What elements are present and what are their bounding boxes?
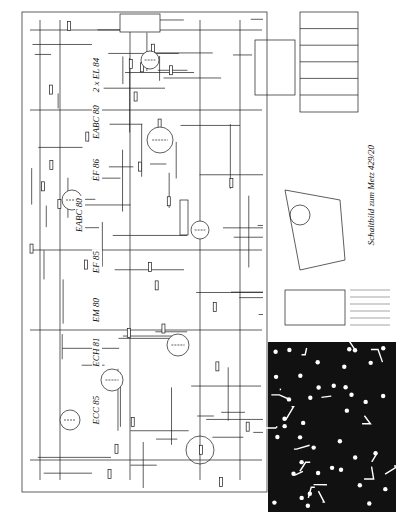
output-transformer bbox=[120, 14, 160, 32]
resistor-symbol bbox=[129, 60, 132, 69]
tube-label: EF 86 bbox=[92, 157, 102, 183]
resistor-symbol bbox=[149, 263, 152, 272]
tube-symbol bbox=[101, 369, 123, 391]
resistor-symbol bbox=[86, 132, 89, 141]
dial-drive bbox=[285, 190, 345, 270]
resistor-symbol bbox=[155, 281, 158, 290]
socket-outline bbox=[186, 436, 214, 464]
sheet-title: Schaltbild zum Metz 429/20 bbox=[367, 143, 377, 247]
resistor-symbol bbox=[127, 328, 130, 337]
resistor-symbol bbox=[169, 66, 172, 75]
tube-label: EF 85 bbox=[92, 249, 102, 275]
tube-symbol bbox=[191, 221, 209, 239]
resistor-symbol bbox=[131, 417, 134, 426]
tube-label: ECH 81 bbox=[92, 335, 102, 368]
tube-symbol bbox=[60, 410, 80, 430]
resistor-symbol bbox=[162, 324, 165, 333]
tube-label: EABC 80 bbox=[92, 103, 102, 141]
resistor-symbol bbox=[134, 92, 137, 101]
resistor-symbol bbox=[108, 470, 111, 479]
resistor-symbol bbox=[50, 160, 53, 169]
chassis-line bbox=[22, 12, 267, 492]
resistor-symbol bbox=[216, 362, 219, 371]
tube-symbol bbox=[167, 334, 189, 356]
tube-label: EABC 80 bbox=[75, 196, 85, 234]
pulley bbox=[290, 205, 310, 225]
tube-symbol bbox=[147, 127, 173, 153]
resistor-symbol bbox=[219, 478, 222, 487]
tube-label: EM 80 bbox=[92, 296, 102, 324]
resistor-symbol bbox=[246, 422, 249, 431]
resistor-symbol bbox=[41, 182, 44, 191]
resistor-symbol bbox=[58, 200, 61, 209]
resistor-symbol bbox=[30, 244, 33, 253]
tube-label: ECC 85 bbox=[92, 394, 102, 427]
tube-label: 2 x EL 84 bbox=[92, 56, 102, 95]
resistor-symbol bbox=[200, 445, 203, 454]
resistor-symbol bbox=[50, 85, 53, 94]
resistor-symbol bbox=[230, 178, 233, 187]
resistor-symbol bbox=[85, 260, 88, 269]
resistor-symbol bbox=[68, 21, 71, 30]
resistor-symbol bbox=[213, 303, 216, 312]
coil-detail bbox=[285, 290, 345, 325]
tube-symbol bbox=[141, 51, 159, 69]
switch-detail bbox=[180, 200, 188, 235]
switch-table bbox=[300, 12, 358, 112]
resistor-symbol bbox=[139, 162, 142, 171]
pcb-layout bbox=[266, 339, 398, 512]
coil-set bbox=[255, 40, 295, 95]
resistor-symbol bbox=[115, 444, 118, 453]
resistor-symbol bbox=[167, 197, 170, 206]
wiring bbox=[22, 12, 267, 492]
